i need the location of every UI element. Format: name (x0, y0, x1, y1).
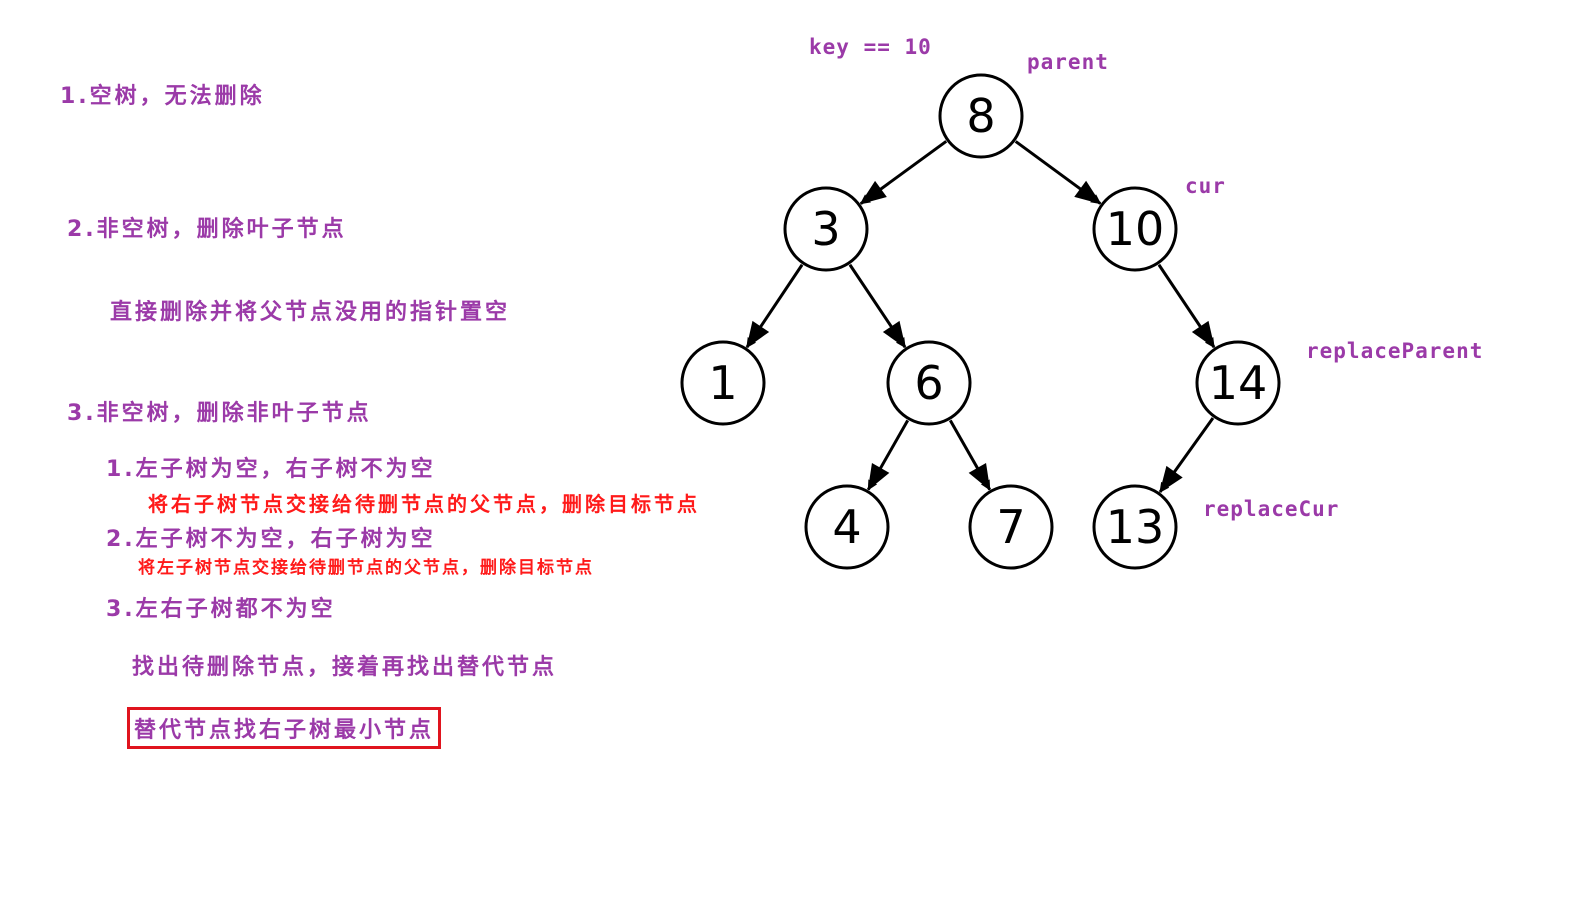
tree-nodes: 8 3 10 1 6 14 4 7 13 (680, 73, 1281, 570)
pointer-label-parent: parent (1027, 50, 1109, 74)
pointer-label-replaceParent: replaceParent (1306, 339, 1484, 363)
node-circle (968, 484, 1054, 570)
arrowhead-n8-n3 (859, 180, 887, 205)
arrowhead-n3-n1 (746, 320, 770, 349)
arrowhead-n6-n7 (968, 462, 991, 491)
tree-node-1: 1 (680, 340, 766, 426)
case3-3-detail: 找出待删除节点，接着再找出替代节点 (132, 655, 558, 680)
case3-2-detail: 将左子树节点交接给待删节点的父节点，删除目标节点 (138, 558, 594, 578)
tree-edges (745, 140, 1216, 493)
case3-1-left-empty: 1.左子树为空，右子树不为空 (106, 457, 436, 482)
key-label: key == 10 (809, 35, 932, 59)
node-circle (680, 340, 766, 426)
tree-node-13: 13 (1092, 484, 1178, 570)
node-label: 7 (996, 500, 1025, 554)
tree-node-7: 7 (968, 484, 1054, 570)
node-label: 4 (832, 500, 861, 554)
node-label: 14 (1209, 356, 1268, 410)
node-label: 1 (708, 356, 737, 410)
arrowhead-n10-n14 (1191, 320, 1215, 349)
node-label: 8 (966, 89, 995, 143)
case3-2-right-empty: 2.左子树不为空，右子树为空 (106, 527, 436, 552)
tree-node-4: 4 (804, 484, 890, 570)
node-circle (1195, 340, 1281, 426)
case3-non-leaf-node: 3.非空树，删除非叶子节点 (67, 401, 372, 426)
node-label: 6 (914, 356, 943, 410)
case3-1-detail: 将右子树节点交接给待删节点的父节点，删除目标节点 (148, 492, 700, 516)
arrowhead-n14-n13 (1159, 465, 1183, 493)
node-circle (938, 73, 1024, 159)
tree-node-14: 14 (1195, 340, 1281, 426)
node-circle (1092, 186, 1178, 272)
tree-node-10: 10 (1092, 186, 1178, 272)
node-circle (783, 186, 869, 272)
pointer-label-cur: cur (1185, 174, 1226, 198)
case2-detail: 直接删除并将父节点没用的指针置空 (110, 300, 511, 325)
node-label: 10 (1106, 202, 1165, 256)
case2-leaf-node: 2.非空树，删除叶子节点 (67, 217, 347, 242)
arrowhead-n6-n4 (867, 462, 890, 491)
tree-node-6: 6 (886, 340, 972, 426)
case3-3-highlight: 替代节点找右子树最小节点 (134, 718, 435, 743)
tree-node-8: 8 (938, 73, 1024, 159)
arrowhead-n3-n6 (882, 320, 906, 349)
case3-3-both-children: 3.左右子树都不为空 (106, 597, 336, 622)
pointer-label-replaceCur: replaceCur (1203, 497, 1340, 521)
node-circle (1092, 484, 1178, 570)
tree-node-3: 3 (783, 186, 869, 272)
highlight-box: 替代节点找右子树最小节点 (127, 707, 442, 749)
node-label: 3 (811, 202, 840, 256)
node-circle (804, 484, 890, 570)
case1-empty-tree: 1.空树，无法删除 (60, 84, 265, 109)
node-circle (886, 340, 972, 426)
node-label: 13 (1106, 500, 1165, 554)
arrowhead-n8-n10 (1074, 180, 1102, 205)
